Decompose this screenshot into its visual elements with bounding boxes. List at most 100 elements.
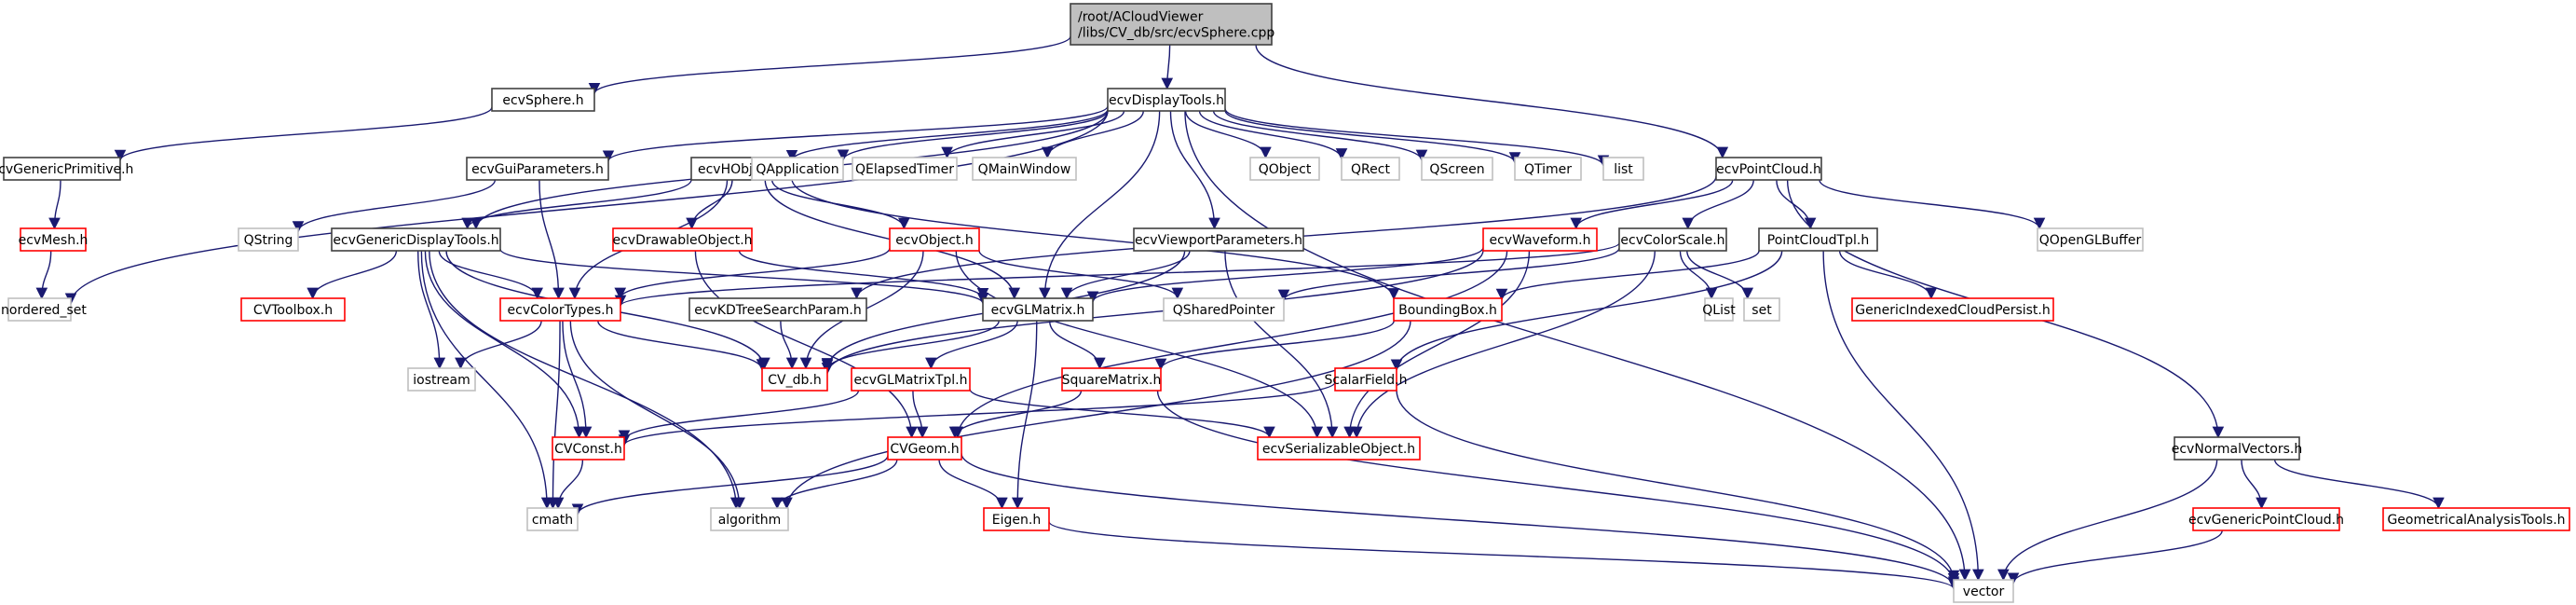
node-QTimer[interactable]: QTimer [1514, 157, 1582, 181]
node-QList[interactable]: QList [1702, 297, 1736, 322]
edge-ecvHObject-to-ecvGenericDisplayTools [461, 179, 692, 230]
node-ecvPointCloud[interactable]: ecvPointCloud.h [1715, 157, 1822, 181]
edge-CVGeom-to-Eigen [938, 459, 1008, 510]
node-ecvDisplayTools[interactable]: ecvDisplayTools.h [1107, 88, 1226, 112]
edge-ecvObject-to-ecvSerializableObject [955, 250, 1324, 439]
node-label: QApplication [756, 162, 838, 177]
node-QOpenGLBuffer[interactable]: QOpenGLBuffer [2037, 227, 2144, 252]
edge-CVGeom-to-cmath [571, 455, 889, 516]
node-label: set [1751, 303, 1772, 318]
node-box [7, 297, 72, 322]
edge-Eigen-to-vector [1048, 521, 1959, 590]
node-ecvGenericPrimitive[interactable]: ecvGenericPrimitive.h [0, 157, 133, 181]
node-GeometricalAnalysisTools[interactable]: GeometricalAnalysisTools.h [2382, 507, 2570, 531]
node-box [331, 227, 501, 252]
node-ecvColorScale[interactable]: ecvColorScale.h [1618, 227, 1727, 252]
edge-ecvGenericPrimitive-to-ecvMesh [48, 179, 61, 230]
node-box [3, 157, 121, 181]
node-box [552, 436, 625, 461]
node-ecvGenericDisplayTools[interactable]: ecvGenericDisplayTools.h [331, 227, 501, 252]
node-box [2192, 507, 2340, 531]
node-box [710, 507, 789, 531]
node-QMainWindow[interactable]: QMainWindow [972, 157, 1077, 181]
node-ecvGLMatrix[interactable]: ecvGLMatrix.h [982, 297, 1094, 322]
node-ecvColorTypes[interactable]: ecvColorTypes.h [499, 297, 621, 322]
edge-ecvColorScale-to-ecvSerializableObject [1350, 250, 1656, 439]
edge-ecvColorScale-to-ecvColorTypes [615, 242, 1620, 308]
node-label: ecvDisplayTools.h [1109, 93, 1224, 108]
node-ecvGuiParameters[interactable]: ecvGuiParameters.h [466, 157, 609, 181]
node-SquareMatrix[interactable]: SquareMatrix.h [1061, 367, 1162, 392]
edge-SquareMatrix-to-vector [1156, 390, 1960, 585]
node-root[interactable]: /root/ACloudViewer/libs/CV_db/src/ecvSph… [1070, 3, 1274, 46]
node-ecvWaveform[interactable]: ecvWaveform.h [1482, 227, 1598, 252]
node-ecvSphere[interactable]: ecvSphere.h [491, 88, 595, 112]
node-label: cmath [532, 513, 573, 528]
node-label: vector [1963, 584, 2005, 599]
node-QApplication[interactable]: QApplication [751, 157, 844, 181]
edge-ecvNormalVectors-to-vector [1997, 459, 2218, 582]
edge-ecvPointCloud-to-ecvColorScale [1682, 179, 1754, 230]
edge-ecvDisplayTools-to-list [1224, 108, 1610, 168]
node-label: ecvColorScale.h [1620, 233, 1724, 248]
edge-ecvDisplayTools-to-QApplication [837, 110, 1109, 162]
edge-ecvDisplayTools-to-QRect [1198, 110, 1348, 160]
node-label: ecvMesh.h [19, 233, 89, 248]
edge-ecvViewportParameters-to-ecvSerializableObject [1224, 250, 1339, 439]
edge-ecvDrawableObject-to-CVGeom [694, 250, 918, 439]
node-ecvKDTreeSearchParam[interactable]: ecvKDTreeSearchParam.h [688, 297, 867, 322]
edge-ecvDisplayTools-to-QElapsedTimer [941, 110, 1125, 159]
node-iostream[interactable]: iostream [407, 367, 476, 392]
edge-ecvColorScale-to-QList [1679, 250, 1718, 300]
edge-ecvGuiParameters-to-QString [292, 179, 497, 233]
node-BoundingBox[interactable]: BoundingBox.h [1393, 297, 1503, 322]
node-box [1743, 297, 1780, 322]
node-set[interactable]: set [1743, 297, 1780, 322]
node-QString[interactable]: QString [238, 227, 299, 252]
edge-ecvGuiParameters-to-ecvColorTypes [538, 179, 565, 300]
edge-PointCloudTpl-to-ScalarField [1390, 250, 1783, 372]
node-QObject[interactable]: QObject [1249, 157, 1320, 181]
node-label: SquareMatrix.h [1062, 373, 1162, 388]
node-cmath[interactable]: cmath [526, 507, 579, 531]
node-vector[interactable]: vector [1953, 579, 2014, 603]
node-CVConst[interactable]: CVConst.h [552, 436, 625, 461]
nodes-layer: /root/ACloudViewer/libs/CV_db/src/ecvSph… [0, 3, 2570, 603]
node-ecvGenericPointCloud[interactable]: ecvGenericPointCloud.h [2188, 507, 2344, 531]
node-CV_db[interactable]: CV_db.h [761, 367, 828, 392]
node-label: ecvGenericPrimitive.h [0, 162, 133, 177]
edge-ecvColorTypes-to-algorithm [569, 320, 745, 510]
edge-ecvGenericDisplayTools-to-iostream [417, 250, 446, 370]
node-algorithm[interactable]: algorithm [710, 507, 789, 531]
node-ecvGLMatrixTpl[interactable]: ecvGLMatrixTpl.h [851, 367, 971, 392]
node-ecvMesh[interactable]: ecvMesh.h [19, 227, 89, 252]
node-QElapsedTimer[interactable]: QElapsedTimer [852, 157, 958, 181]
node-label: ecvKDTreeSearchParam.h [694, 303, 862, 318]
node-PointCloudTpl[interactable]: PointCloudTpl.h [1758, 227, 1878, 252]
node-QSharedPointer[interactable]: QSharedPointer [1163, 297, 1285, 322]
node-QRect[interactable]: QRect [1341, 157, 1400, 181]
node-GenericIndexedCloudPersist[interactable]: GenericIndexedCloudPersist.h [1851, 297, 2054, 322]
node-ScalarField[interactable]: ScalarField.h [1324, 367, 1408, 392]
node-list[interactable]: list [1602, 157, 1644, 181]
node-ecvDrawableObject[interactable]: ecvDrawableObject.h [612, 227, 753, 252]
node-QScreen[interactable]: QScreen [1421, 157, 1493, 181]
node-Eigen[interactable]: Eigen.h [983, 507, 1050, 531]
node-ecvNormalVectors[interactable]: ecvNormalVectors.h [2172, 436, 2302, 461]
node-label: QSharedPointer [1173, 303, 1275, 318]
node-box [407, 367, 476, 392]
node-CVGeom[interactable]: CVGeom.h [887, 436, 962, 461]
node-label: QObject [1259, 162, 1312, 177]
edge-ecvSphere-to-ecvGenericPrimitive [114, 106, 493, 162]
node-CVToolbox[interactable]: CVToolbox.h [240, 297, 346, 322]
node-ecvSerializableObject[interactable]: ecvSerializableObject.h [1257, 436, 1421, 461]
node-label: QRect [1351, 162, 1390, 177]
node-label: iostream [413, 373, 470, 388]
node-box [1618, 227, 1727, 252]
node-label: GeometricalAnalysisTools.h [2387, 513, 2565, 528]
node-unordered_set[interactable]: unordered_set [0, 297, 87, 322]
node-box [688, 297, 867, 322]
node-ecvObject[interactable]: ecvObject.h [889, 227, 980, 252]
node-ecvViewportParameters[interactable]: ecvViewportParameters.h [1133, 227, 1304, 252]
node-label: ecvObject.h [895, 233, 974, 248]
